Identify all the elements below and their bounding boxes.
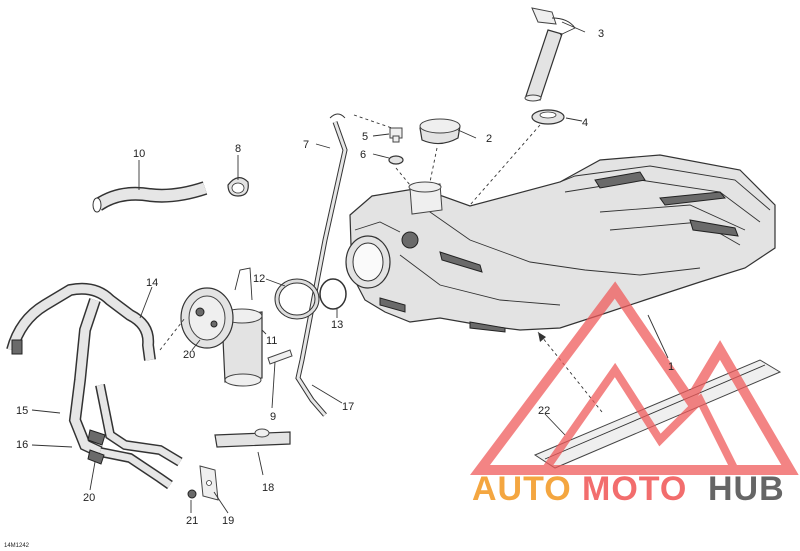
callout-6: 6 — [360, 149, 366, 161]
bracket — [199, 465, 219, 501]
vent-valve — [389, 127, 403, 143]
callout-15: 15 — [16, 405, 28, 417]
tank-pad — [533, 359, 782, 469]
leader-lines — [31, 21, 669, 514]
o-ring — [319, 278, 347, 310]
watermark-auto: AUTO — [472, 470, 572, 508]
vent-tube — [295, 113, 348, 417]
callout-21: 21 — [186, 515, 198, 527]
callouts: 1 2 3 4 5 6 7 8 9 10 11 12 13 14 15 16 1… — [16, 28, 674, 527]
callout-20-hose: 20 — [83, 492, 95, 504]
grommet — [388, 155, 404, 165]
fuel-hose — [92, 181, 208, 213]
callout-4: 4 — [582, 117, 588, 129]
watermark-logo — [470, 281, 799, 475]
diagram-code: 14M1242 — [4, 543, 30, 549]
hose-clamp — [227, 177, 249, 197]
fuel-tank — [345, 154, 776, 333]
fuel-line-assembly — [6, 282, 183, 490]
fuel-level-sender — [524, 7, 576, 102]
pump-flange — [180, 287, 234, 349]
callout-18: 18 — [262, 482, 274, 494]
check-valve — [267, 349, 293, 365]
fuel-pump-module — [221, 267, 263, 387]
callout-9: 9 — [270, 411, 276, 423]
callout-3: 3 — [598, 28, 604, 40]
nut — [187, 489, 197, 499]
lock-ring — [274, 278, 320, 320]
callout-2: 2 — [486, 133, 492, 145]
fuel-cap — [419, 118, 461, 145]
watermark-hub: HUB — [708, 470, 785, 508]
callout-8: 8 — [235, 143, 241, 155]
callout-13: 13 — [331, 319, 343, 331]
callout-12: 12 — [253, 273, 265, 285]
callout-11: 11 — [266, 335, 277, 347]
callout-17: 17 — [342, 401, 354, 413]
callout-7: 7 — [303, 139, 309, 151]
watermark-wordmark: AUTO MOTO HUB — [472, 470, 785, 508]
callout-16: 16 — [16, 439, 28, 451]
callout-10: 10 — [133, 148, 145, 160]
watermark-moto: MOTO — [582, 470, 687, 508]
fuel-strainer — [214, 428, 291, 448]
callout-14: 14 — [146, 277, 158, 289]
callout-22: 22 — [538, 405, 550, 417]
callout-1: 1 — [668, 361, 674, 373]
callout-19: 19 — [222, 515, 234, 527]
callout-5: 5 — [362, 131, 368, 143]
sender-seal — [531, 109, 565, 125]
callout-20-flange: 20 — [183, 349, 195, 361]
